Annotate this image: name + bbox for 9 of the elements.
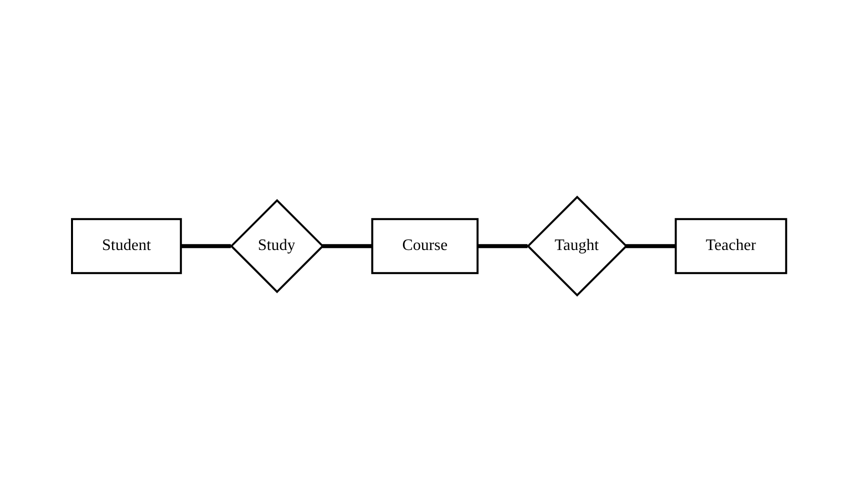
node-box: Course	[372, 218, 479, 274]
connector	[181, 244, 232, 248]
node-box: Student	[71, 218, 182, 274]
node-diamond: Taught	[527, 195, 628, 296]
connector	[478, 244, 528, 248]
connector	[626, 244, 676, 248]
node-diamond: Study	[230, 198, 325, 294]
node-box: Teacher	[675, 218, 788, 274]
connector	[322, 244, 373, 248]
